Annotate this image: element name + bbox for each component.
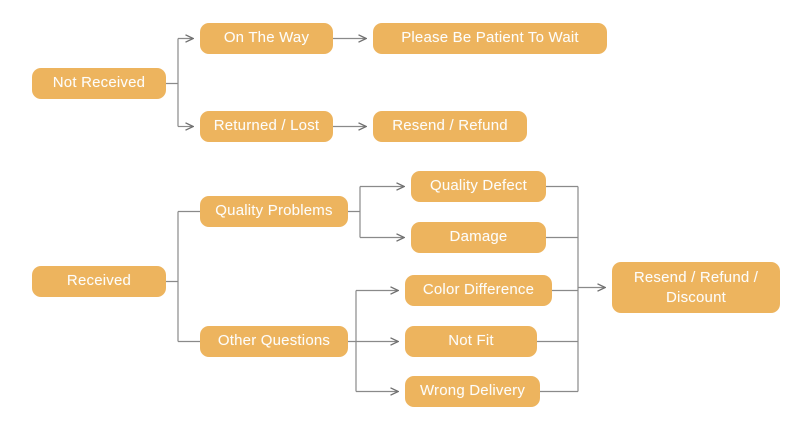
node-wrong-delivery[interactable]: Wrong Delivery bbox=[405, 376, 540, 407]
node-label: Returned / Lost bbox=[213, 117, 320, 135]
node-label: Please Be Patient To Wait bbox=[401, 29, 579, 47]
node-not-received[interactable]: Not Received bbox=[32, 68, 166, 99]
node-resend-refund-discount[interactable]: Resend / Refund /Discount bbox=[612, 262, 780, 313]
node-label: Other Questions bbox=[217, 332, 331, 350]
node-quality-defect[interactable]: Quality Defect bbox=[411, 171, 546, 202]
node-label: On The Way bbox=[223, 29, 310, 47]
node-resend-refund[interactable]: Resend / Refund bbox=[373, 111, 527, 142]
node-color-difference[interactable]: Color Difference bbox=[405, 275, 552, 306]
node-label: Quality Problems bbox=[215, 202, 333, 220]
edge-quality-problems-rail bbox=[348, 186, 361, 238]
node-damage[interactable]: Damage bbox=[411, 222, 546, 253]
node-label: Quality Defect bbox=[429, 177, 527, 195]
node-label: Damage bbox=[449, 228, 508, 246]
node-quality-problems[interactable]: Quality Problems bbox=[200, 196, 348, 227]
edge-received-branch bbox=[166, 210, 200, 343]
node-please-be-patient-to-wait[interactable]: Please Be Patient To Wait bbox=[373, 23, 607, 54]
node-on-the-way[interactable]: On The Way bbox=[200, 23, 333, 54]
node-label: Received bbox=[66, 272, 132, 290]
node-label: Resend / Refund /Discount bbox=[633, 269, 759, 306]
node-not-fit[interactable]: Not Fit bbox=[405, 326, 537, 357]
node-label: Not Fit bbox=[448, 332, 494, 350]
node-label: Not Received bbox=[52, 74, 146, 92]
node-other-questions[interactable]: Other Questions bbox=[200, 326, 348, 357]
node-received[interactable]: Received bbox=[32, 266, 166, 297]
edge-not-received-branch bbox=[166, 39, 193, 127]
node-label: Color Difference bbox=[422, 281, 535, 299]
node-label: Resend / Refund bbox=[392, 117, 508, 135]
node-returned-lost[interactable]: Returned / Lost bbox=[200, 111, 333, 142]
edge-merge-rail bbox=[537, 185, 579, 393]
edge-other-questions-rail bbox=[348, 290, 357, 392]
node-label: Wrong Delivery bbox=[419, 382, 526, 400]
